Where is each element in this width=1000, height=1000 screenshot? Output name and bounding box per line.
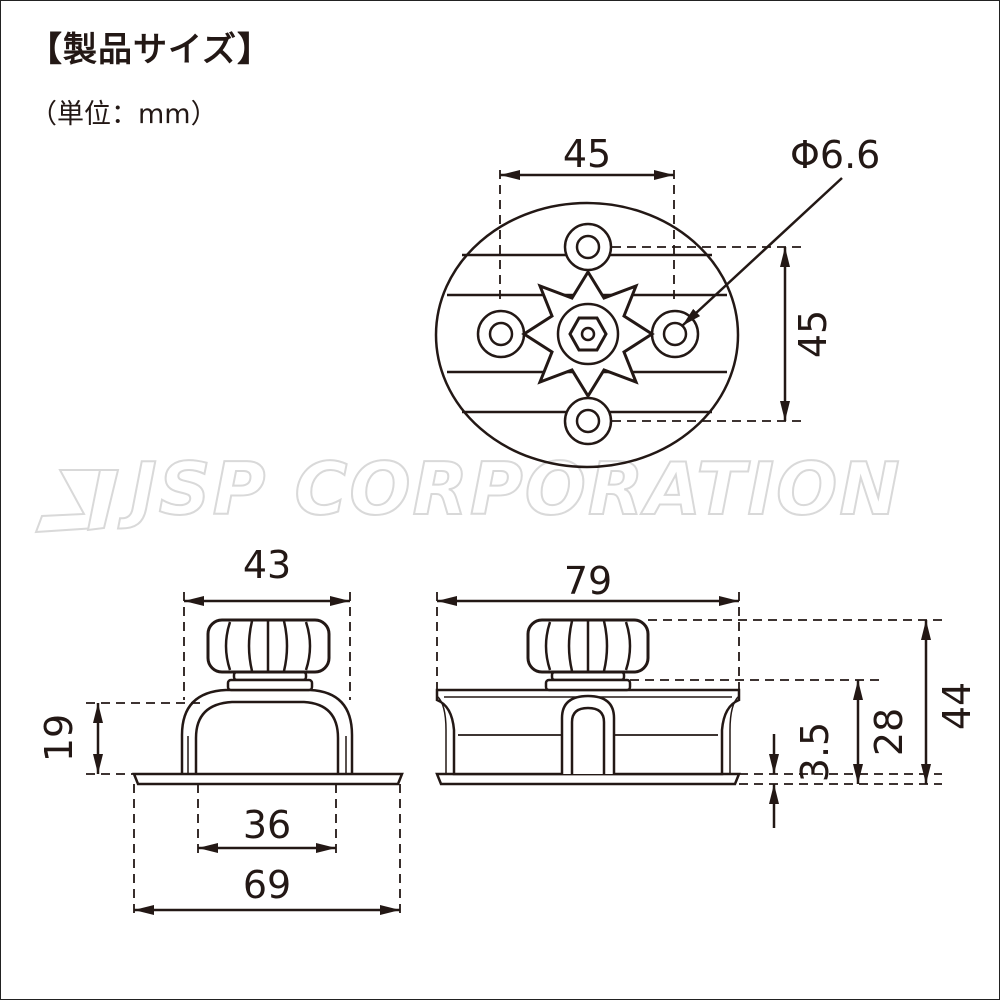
- dim-top-height: 45: [780, 247, 835, 421]
- dim-mid-height-label: 28: [867, 708, 911, 756]
- dim-total-height: 44: [921, 620, 979, 784]
- dim-side-base-width: 69: [134, 863, 400, 915]
- dim-base-thickness-label: 3.5: [793, 722, 837, 782]
- side-view: [86, 592, 404, 918]
- dim-base-thickness: 3.5: [769, 722, 837, 828]
- knob-side-view: [206, 618, 331, 674]
- front-view: [435, 592, 942, 786]
- dim-total-height-label: 44: [935, 682, 979, 730]
- dim-top-height-label: 45: [791, 310, 835, 358]
- dim-side-top-width-label: 43: [243, 543, 291, 587]
- top-view: [434, 170, 805, 469]
- mount-hole-top: [563, 222, 613, 272]
- hex-nut-icon: [568, 316, 608, 352]
- dim-front-width: 79: [437, 559, 739, 606]
- unit-label: （単位：mm）: [30, 99, 218, 130]
- mount-hole-bottom: [563, 396, 613, 446]
- dim-side-height: 19: [37, 703, 103, 774]
- dim-side-top-width: 43: [184, 543, 350, 606]
- dim-side-height-label: 19: [37, 714, 81, 762]
- dim-top-width: 45: [500, 132, 674, 180]
- dim-hole-diameter-label: Φ6.6: [790, 133, 880, 177]
- side-base-plate: [132, 772, 404, 786]
- dim-side-base-width-label: 69: [243, 863, 291, 907]
- dim-side-inner-width: 36: [198, 803, 336, 853]
- front-slot: [560, 694, 616, 774]
- dim-front-width-label: 79: [564, 559, 612, 603]
- dim-top-width-label: 45: [563, 132, 611, 176]
- dim-hole-diameter: Φ6.6: [681, 133, 880, 327]
- front-base-plate: [435, 772, 741, 786]
- dim-mid-height: 28: [853, 680, 911, 784]
- watermark-text: JSP CORPORATION: [118, 447, 902, 531]
- top-body-outline: [434, 201, 740, 469]
- knob-front-view: [526, 618, 650, 674]
- watermark: JSP CORPORATION: [34, 446, 902, 534]
- page-title: 【製品サイズ】: [28, 30, 272, 70]
- dim-side-inner-width-label: 36: [243, 803, 291, 847]
- knob-top-view: [521, 269, 655, 399]
- mount-hole-left: [476, 309, 526, 359]
